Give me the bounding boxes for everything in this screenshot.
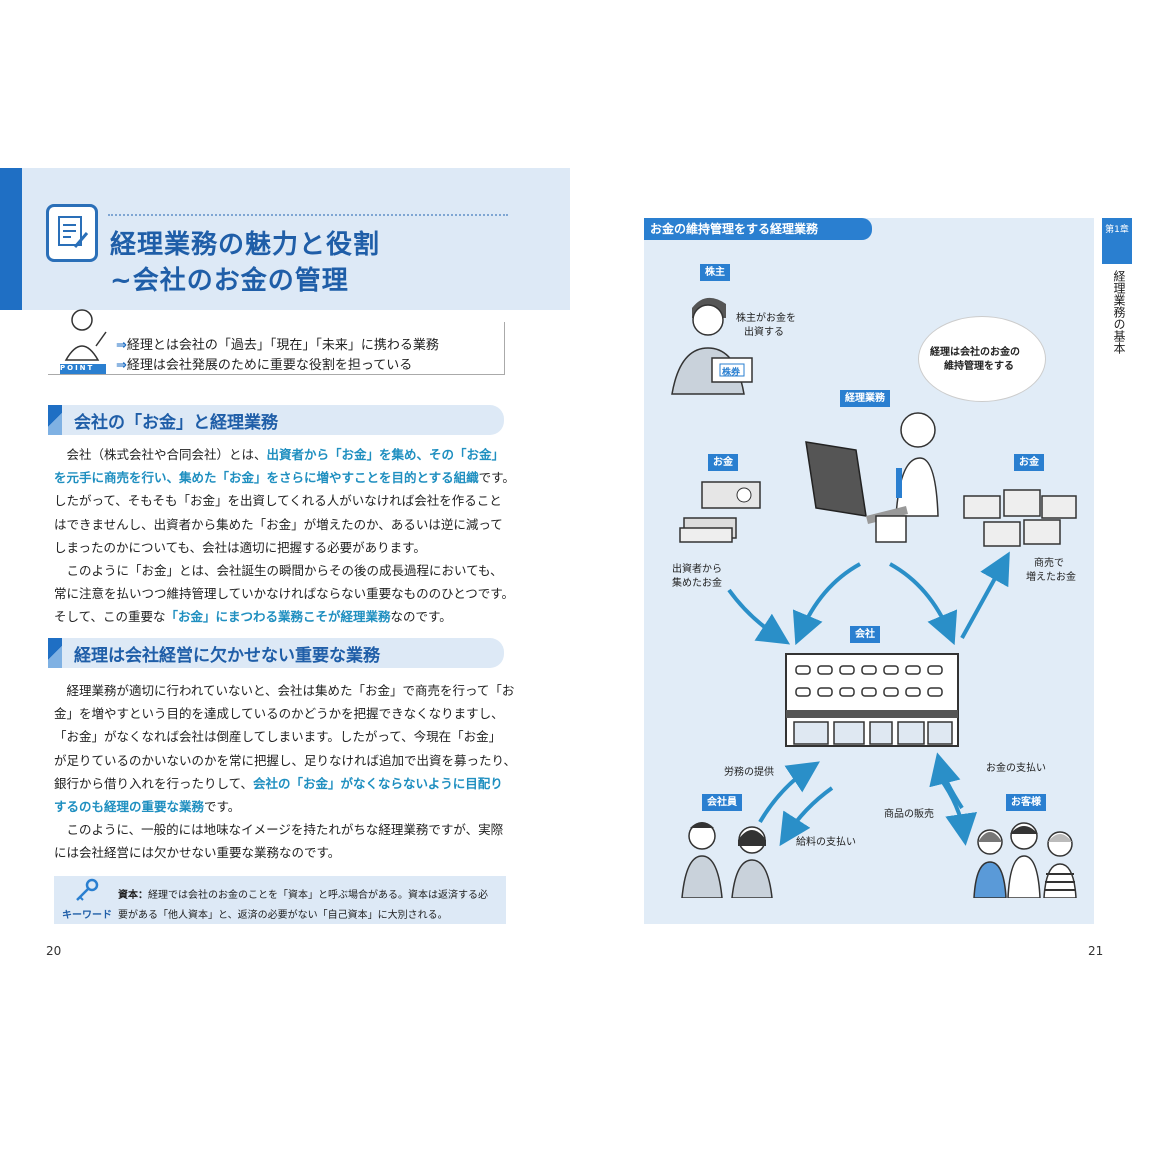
body-line: このように、一般的には地味なイメージを持たれがちな経理業務ですが、実際 [54,822,504,838]
flow-arrows [727,551,1010,847]
body-line: 「お金」がなくなれば会社は倒産してしまいます。したがって、今現在「お金」 [54,729,502,745]
label-shareholder-invests-2: 出資する [744,327,784,338]
label-collected-2: 集めたお金 [672,578,722,589]
money-bills-icon [678,476,768,550]
tag-company: 会社 [850,626,880,643]
speech-bubble [918,316,1046,402]
label-shareholder-invests-1: 株主がお金を [736,313,796,324]
accountant-laptop-illustration [800,404,940,550]
label-collected-1: 出資者から [672,564,722,575]
label-increased-1: 商売で [1034,558,1064,569]
label-payment: お金の支払い [986,763,1046,774]
point-badge: POINT [60,364,95,372]
customers-illustration [972,814,1082,902]
company-building-icon [782,650,962,754]
arrow-right-icon: ⇒ [116,338,127,353]
title-band [22,168,570,310]
body-line: 会社（株式会社や合同会社）とは、出資者から「お金」を集め、その「お金」 [54,447,505,462]
tag-shareholder: 株主 [700,264,730,281]
shareholder-illustration [666,284,756,400]
title-accent-stripe [0,168,22,310]
body-line: が足りているのかいないのかを常に把握し、足りなければ追加で出資を募ったり、 [54,752,517,768]
body-line: はできませんし、出資者から集めた「お金」が増えたのか、あるいは逆に減って [54,516,503,532]
chapter-title: 経理業務の基本 [1112,270,1126,354]
arrow-right-icon: ⇒ [116,358,127,373]
tag-customers: お客様 [1006,794,1046,811]
keyword-line-2: 要がある「他人資本」と、返済の必要がない「自己資本」に大別される。 [118,910,448,921]
body-line: 常に注意を払いつつ維持管理していかなければならない重要なもののひとつです。 [54,586,515,602]
body-line: そして、この重要な「お金」にまつわる業務こそが経理業務なのです。 [54,609,452,625]
keyword-line-1: 資本：経理では会社のお金のことを「資本」と呼ぶ場合がある。資本は返済する必 [118,890,488,901]
tag-money-left: お金 [708,454,738,471]
employees-illustration [678,816,778,902]
body-line: このように「お金」とは、会社誕生の瞬間からその後の成長過程においても、 [54,563,503,578]
section-mark-icon [48,405,62,435]
page-title-line2: ~会社のお金の管理 [110,266,349,296]
keyword-label: キーワード [62,910,112,921]
section-title-2: 経理は会社経営に欠かせない重要な業務 [74,646,380,666]
key-icon [72,878,100,906]
money-stacks-icon [960,476,1080,560]
title-dotted-rule [108,214,508,216]
stock-certificate-label: 株券 [722,368,741,378]
body-line: を元手に商売を行い、集めた「お金」をさらに増やすことを目的とする組織です。 [54,470,515,486]
point-item-2: ⇒経理は会社発展のために重要な役割を担っている [116,358,413,373]
body-line: しまったのかについても、会社は適切に把握する必要があります。 [54,539,426,555]
point-teacher-illustration [56,302,110,382]
chapter-tab: 第1章 [1102,218,1132,264]
body-line: するのも経理の重要な業務です。 [54,799,241,814]
label-salary: 給料の支払い [796,837,856,848]
diagram-title: お金の維持管理をする経理業務 [644,218,872,240]
bubble-text-2: 維持管理をする [944,361,1014,372]
label-labor: 労務の提供 [724,767,774,778]
body-line: 金」を増やすという目的を達成しているのかどうかを把握できなくなりますし、 [54,706,504,722]
page-number-right: 21 [1088,944,1104,958]
tag-accounting: 経理業務 [840,390,890,407]
page-title-line1: 経理業務の魅力と役割 [110,230,381,260]
bubble-text-1: 経理は会社のお金の [930,347,1020,358]
chapter-label: 第1章 [1105,225,1129,235]
tag-employees: 会社員 [702,794,742,811]
tag-money-right: お金 [1014,454,1044,471]
section-heading-1: 会社の「お金」と経理業務 [48,405,504,435]
keyword-box [54,876,506,924]
page-number-left: 20 [46,944,62,958]
section-mark-icon [48,638,62,668]
label-sales: 商品の販売 [884,809,934,820]
body-line: 銀行から借り入れを行ったりして、会社の「お金」がなくならないように目配り [54,775,503,791]
document-pencil-icon [46,204,98,262]
section-heading-2: 経理は会社経営に欠かせない重要な業務 [48,638,504,668]
point-item-1: ⇒経理とは会社の「過去」「現在」「未来」に携わる業務 [116,338,439,353]
body-line: には会社経営には欠かせない重要な業務なのです。 [54,845,341,861]
point-box [48,322,505,375]
body-line: 経理業務が適切に行われていないと、会社は集めた「お金」で商売を行って「お [54,683,515,698]
body-line: したがって、そもそも「お金」を出資してくれる人がいなければ会社を作ること [54,493,502,509]
section-title-1: 会社の「お金」と経理業務 [74,413,278,433]
label-increased-2: 増えたお金 [1026,572,1076,583]
